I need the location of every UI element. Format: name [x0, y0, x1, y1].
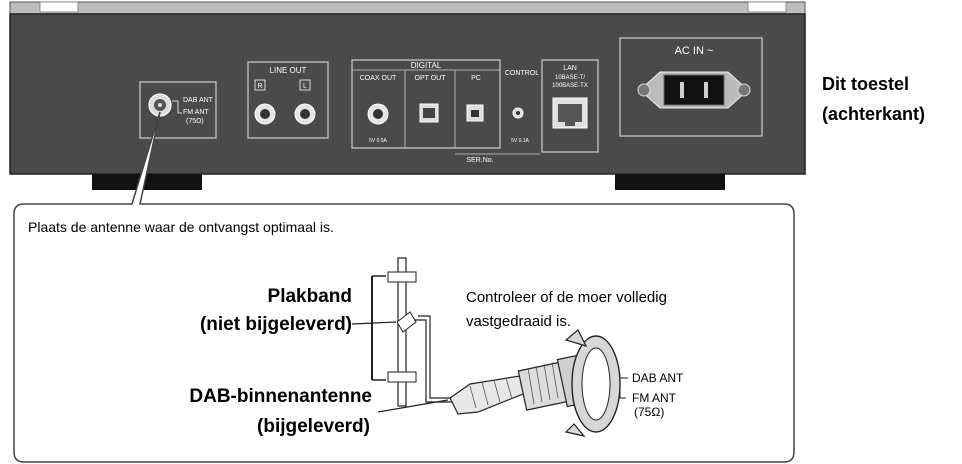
tape-label-line2: (niet bijgeleverd) [200, 314, 352, 335]
opt-out-label: OPT OUT [415, 75, 447, 82]
antenna-wire [371, 257, 452, 407]
coax-note: 5V 0.5A [369, 138, 387, 144]
lan-label: LAN [563, 65, 577, 72]
ac-in-group: AC IN ~ [619, 37, 763, 137]
placement-instruction: Plaats de antenne waar de ontvangst opti… [28, 219, 334, 235]
control-note: 5V 0.1A [511, 138, 529, 144]
antenna-leader-line [377, 399, 449, 413]
device-caption-line2: (achterkant) [822, 104, 925, 124]
lan-spec-line2: 100BASE-TX [552, 83, 588, 89]
port-label-impedance: (75Ω) [186, 118, 204, 125]
tape-label-line1: Plakband [268, 286, 352, 307]
line-out-label: LINE OUT [270, 66, 307, 75]
lan-port-group: LAN 10BASE-T/ 100BASE-TX [541, 59, 599, 153]
nut-check-line2: vastgedraaid is. [466, 313, 571, 330]
line-out-group: LINE OUT R L [247, 61, 329, 139]
antenna-label-line1: DAB-binnenantenne [189, 386, 372, 407]
device-foot-left [92, 174, 202, 190]
port-label-dab-ant: DAB ANT [183, 97, 214, 104]
connector-label-fm-ant: FM ANT [632, 391, 677, 405]
rotation-arrow-icon [564, 329, 621, 437]
nut-check-line1: Controleer of de moer volledig [466, 289, 667, 306]
lan-spec-line1: 10BASE-T/ [555, 75, 585, 81]
coax-out-label: COAX OUT [360, 75, 397, 82]
ac-in-label: AC IN ~ [675, 45, 714, 57]
digital-output-group: DIGITAL COAX OUT OPT OUT PC 5V 0.5A SER.… [351, 59, 540, 164]
pc-label: PC [471, 75, 481, 82]
antenna-label-line2: (bijgeleverd) [257, 416, 370, 437]
device-caption-line1: Dit toestel [822, 74, 909, 94]
control-port-group: CONTROL 5V 0.1A [505, 70, 539, 144]
port-label-fm-ant: FM ANT [183, 109, 209, 116]
control-label: CONTROL [505, 70, 539, 77]
connector-label-dab-ant: DAB ANT [632, 371, 684, 385]
tape-leader-line [351, 321, 397, 325]
line-out-left-label: L [303, 83, 307, 90]
device-foot-right [615, 174, 725, 190]
connector-label-impedance: (75Ω) [634, 405, 664, 419]
dab-fm-antenna-port: DAB ANT FM ANT (75Ω) [139, 81, 217, 139]
line-out-right-label: R [257, 83, 262, 90]
serial-number-label: SER.No. [466, 157, 493, 164]
digital-label: DIGITAL [411, 61, 442, 70]
